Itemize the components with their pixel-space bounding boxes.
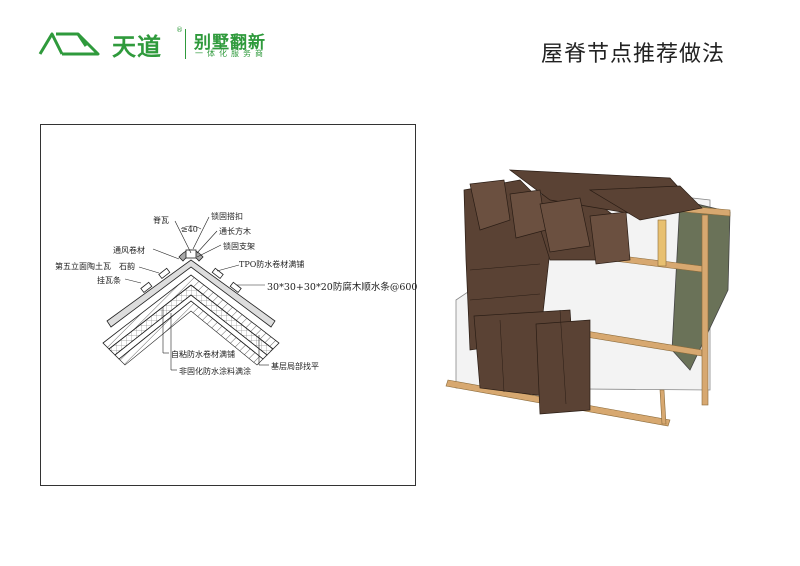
label-base-level: 基层局部找平 (271, 362, 319, 371)
label-tpo-membrane: TPO防水卷材满铺 (239, 260, 305, 269)
label-counter-batten: 30*30+30*20防腐木顺水条@600 (267, 282, 418, 293)
logo-divider (185, 29, 186, 59)
label-stone-strip: 石韵 (119, 262, 135, 271)
roof-3d-model (445, 169, 731, 427)
label-self-adhesive: 自粘防水卷材满铺 (171, 350, 235, 359)
tagline-sub: 一体化服务商 (195, 49, 267, 58)
label-slope-angle: ≥40 (181, 225, 198, 234)
label-batten: 挂瓦条 (97, 276, 121, 285)
label-long-timber: 通长方木 (219, 227, 251, 236)
label-fixing-bracket: 锁固支架 (223, 242, 255, 251)
label-flat-tile: 第五立面陶土瓦 (55, 262, 111, 271)
label-fixing-clip: 锁固搭扣 (211, 212, 243, 221)
brand-name: 天道 (112, 33, 162, 61)
ridge-section-diagram (102, 216, 280, 371)
tagline: 别墅翻新 (194, 33, 266, 53)
label-non-curing: 非固化防水涂料满涂 (179, 367, 251, 376)
registered-mark: ® (176, 26, 183, 34)
label-vent-membrane: 通风卷材 (113, 246, 145, 255)
brand-logo-icon (38, 32, 100, 56)
section-drawing-frame: 脊瓦 锁固搭扣 ≥40 通长方木 锁固支架 通风卷材 第五立面陶土瓦 石韵 TP… (40, 124, 418, 486)
label-ridge-tile: 脊瓦 (153, 216, 169, 225)
page-title: 屋脊节点推荐做法 (541, 42, 726, 67)
